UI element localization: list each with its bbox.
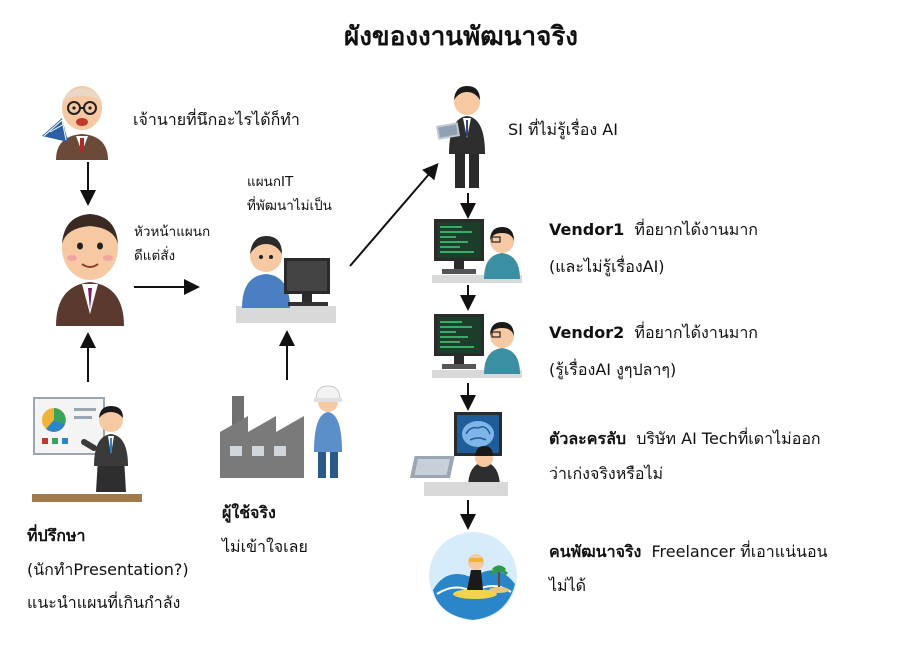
agent-line2: ว่าเก่งจริงหรือไม่ — [549, 464, 664, 483]
si-label: SI ที่ไม่รู้เรื่อง AI — [508, 120, 618, 139]
user-name: ผู้ใช้จริง — [222, 503, 276, 522]
vendor1-line2: (และไม่รู้เรื่องAI) — [549, 257, 665, 276]
programmer-icon — [432, 219, 522, 283]
vendor2-name: Vendor2 — [549, 323, 625, 342]
agent-name: ตัวละครลับ — [549, 429, 627, 448]
arrow-it-to-si — [349, 162, 439, 267]
consultant-name: ที่ปรึกษา — [27, 526, 86, 545]
vendor2-line1: Vendor2 ที่อยากได้งานมาก — [549, 320, 758, 345]
page-title: ผังของงานพัฒนาจริง — [344, 22, 578, 52]
si-laptop-icon — [435, 86, 485, 188]
freelancer-name: คนพัฒนาจริง — [549, 542, 642, 561]
ai-brain-icon — [409, 412, 508, 496]
vendor1-line1: Vendor1 ที่อยากได้งานมาก — [549, 217, 758, 242]
consultant-line2: (นักทำPresentation?) — [27, 560, 189, 579]
freelancer-line1: คนพัฒนาจริง Freelancer ที่เอาแน่นอน — [549, 539, 828, 564]
user-line2: ไม่เข้าใจเลย — [222, 537, 308, 556]
dept-head-label-2: ดีแต่สั่ง — [134, 248, 176, 264]
vendor2-line2: (รู้เรื่องAI งูๆปลาๆ) — [549, 360, 677, 379]
freelancer-desc: Freelancer ที่เอาแน่นอน — [651, 542, 828, 561]
agent-desc: บริษัท AI Techที่เดาไม่ออก — [636, 429, 821, 448]
vendor1-desc: ที่อยากได้งานมาก — [634, 220, 758, 239]
it-worker-icon — [236, 236, 336, 323]
freelancer-line2: ไม่ได้ — [549, 576, 587, 595]
agent-line1: ตัวละครลับ บริษัท AI Techที่เดาไม่ออก — [549, 426, 821, 451]
boss-fan-icon — [42, 86, 108, 160]
vendor2-desc: ที่อยากได้งานมาก — [634, 323, 758, 342]
factory-worker-icon — [220, 385, 342, 478]
it-dept-label-2: ที่พัฒนาไม่เป็น — [247, 198, 332, 214]
dept-head-label-1: หัวหน้าแผนก — [134, 224, 211, 240]
consultant-line3: แนะนำแผนที่เกินกำลัง — [27, 593, 181, 612]
vendor1-name: Vendor1 — [549, 220, 625, 239]
programmer-icon — [432, 314, 522, 378]
presenter-icon — [32, 397, 142, 502]
boss-label: เจ้านายที่นึกอะไรได้ก็ทำ — [133, 110, 300, 129]
it-dept-label-1: แผนกIT — [247, 174, 294, 190]
surfer-icon — [429, 532, 517, 620]
manager-icon — [56, 214, 124, 326]
